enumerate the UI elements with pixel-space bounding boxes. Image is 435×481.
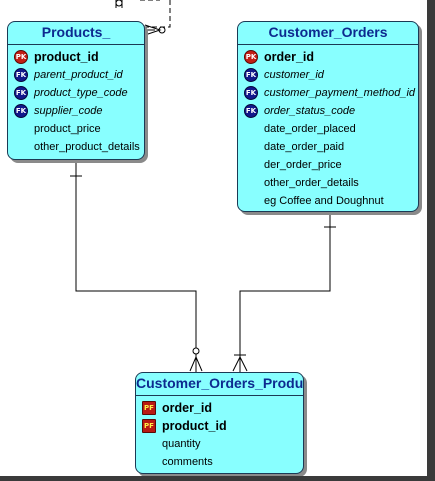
attribute-row[interactable]: date_order_placed <box>238 120 418 138</box>
attribute-row[interactable]: date_order_paid <box>238 138 418 156</box>
attribute-row[interactable]: FK order_status_code <box>238 102 418 120</box>
attribute-row[interactable]: der_order_price <box>238 156 418 174</box>
attribute-row[interactable]: FK parent_product_id <box>8 66 144 84</box>
attribute-row[interactable]: comments <box>136 453 303 471</box>
fk-key-icon: FK <box>244 68 258 82</box>
attribute-name: supplier_code <box>34 105 103 117</box>
attribute-row[interactable]: other_order_details <box>238 174 418 192</box>
attribute-name: parent_product_id <box>34 69 123 81</box>
attribute-row[interactable]: FK product_type_code <box>8 84 144 102</box>
attribute-name: other_product_details <box>34 141 140 153</box>
attribute-name: customer_id <box>264 69 324 81</box>
attribute-name: comments <box>162 456 213 468</box>
attribute-name: der_order_price <box>264 159 342 171</box>
attribute-row[interactable]: PK order_id <box>238 48 418 66</box>
attribute-name: eg Coffee and Doughnut <box>264 195 384 207</box>
attribute-row[interactable]: PF product_id <box>136 417 303 435</box>
attribute-name: product_id <box>34 50 99 64</box>
entity-customer-orders-products[interactable]: Customer_Orders_Products PForder_idPFpro… <box>135 372 304 474</box>
attribute-name: product_price <box>34 123 101 135</box>
pk-key-icon: PK <box>14 50 28 64</box>
entity-title: Customer_Orders <box>238 22 418 45</box>
orders-to-order-products-line <box>232 212 336 372</box>
attribute-name: date_order_paid <box>264 141 345 153</box>
pf-key-icon: PF <box>142 401 156 415</box>
attribute-name: other_order_details <box>264 177 359 189</box>
attribute-name: product_id <box>162 419 227 433</box>
fk-key-icon: FK <box>14 68 28 82</box>
attribute-row[interactable]: PK product_id <box>8 48 144 66</box>
fk-key-icon: FK <box>14 104 28 118</box>
pf-key-icon: PF <box>142 419 156 433</box>
attribute-row[interactable]: FK customer_id <box>238 66 418 84</box>
entity-title: Products_ <box>8 22 144 45</box>
fk-key-icon: FK <box>244 86 258 100</box>
products-to-order-products-line <box>70 160 203 372</box>
window-edge <box>0 476 435 481</box>
attribute-name: date_order_placed <box>264 123 356 135</box>
attribute-name: order_id <box>162 401 213 415</box>
fk-key-icon: FK <box>14 86 28 100</box>
self-relationship-products <box>115 0 171 36</box>
attribute-row[interactable]: product_price <box>8 120 144 138</box>
pk-key-icon: PK <box>244 50 258 64</box>
attribute-row[interactable]: quantity <box>136 435 303 453</box>
attribute-name: customer_payment_method_id <box>264 87 416 99</box>
fk-key-icon: FK <box>244 104 258 118</box>
window-edge <box>427 0 435 481</box>
attribute-name: quantity <box>162 438 201 450</box>
attribute-name: product_type_code <box>34 87 128 99</box>
entity-title: Customer_Orders_Products <box>136 373 303 396</box>
attribute-row[interactable]: eg Coffee and Doughnut <box>238 192 418 210</box>
attribute-row[interactable]: other_product_details <box>8 138 144 156</box>
attribute-row[interactable]: FK customer_payment_method_id <box>238 84 418 102</box>
attribute-name: order_id <box>264 50 315 64</box>
attribute-name: order_status_code <box>264 105 356 117</box>
attribute-row[interactable]: FK supplier_code <box>8 102 144 120</box>
attribute-row[interactable]: PF order_id <box>136 399 303 417</box>
